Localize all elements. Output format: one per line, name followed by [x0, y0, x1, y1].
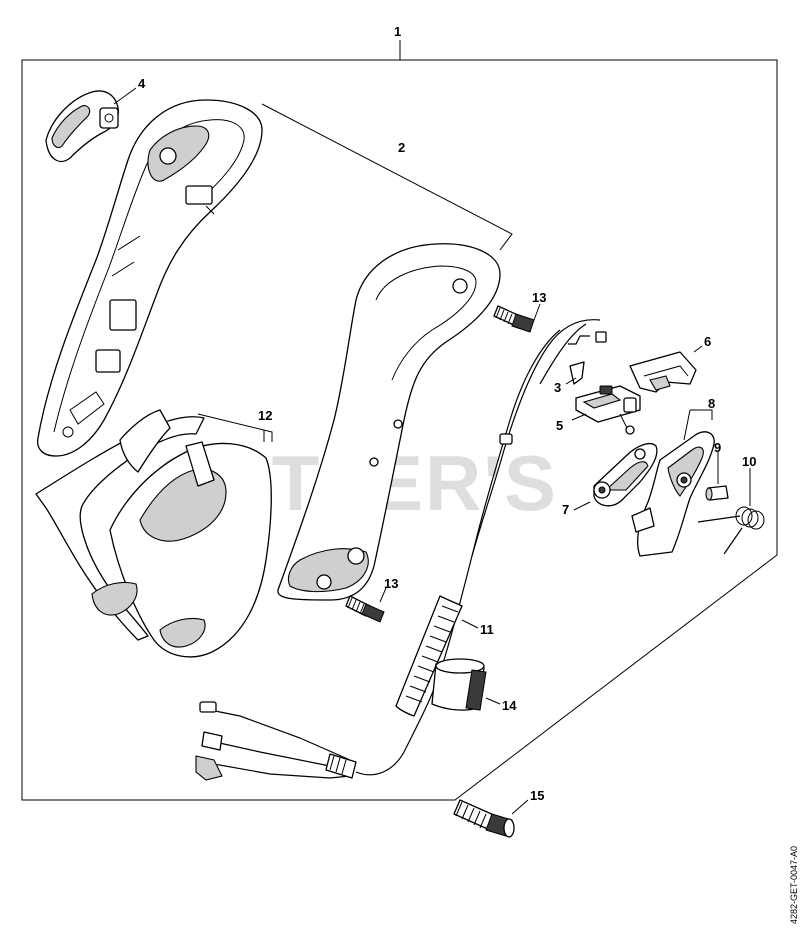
callout-7: 7	[562, 502, 569, 517]
part-1-left-housing	[36, 99, 263, 457]
part-13-lower-screw	[345, 587, 387, 623]
callout-12: 12	[258, 408, 272, 423]
part-12-cover	[35, 409, 273, 658]
callout-11: 11	[480, 622, 494, 637]
callout-13-upper: 13	[532, 290, 546, 305]
callout-9: 9	[714, 440, 721, 455]
part-8-trigger	[631, 409, 715, 557]
part-7-pivot-plate	[573, 442, 658, 511]
part-4-lever	[45, 90, 119, 163]
callout-1: 1	[394, 24, 401, 39]
document-code: 4282-GET-0047-A0	[789, 846, 799, 924]
part-14-sleeve	[431, 658, 501, 711]
part-2-right-housing	[261, 103, 513, 601]
callout-3: 3	[554, 380, 561, 395]
part-13-upper-screw	[493, 303, 541, 333]
part-5-switch	[571, 385, 641, 435]
callout-8: 8	[708, 396, 715, 411]
part-9-sleeve	[705, 452, 729, 501]
callout-10: 10	[742, 454, 756, 469]
callout-4: 4	[138, 76, 146, 91]
part-11-throttle-cable	[195, 319, 607, 781]
part-6-bracket	[629, 345, 703, 393]
part-3-clip	[565, 361, 585, 385]
callout-2: 2	[398, 140, 405, 155]
callout-14: 14	[502, 698, 517, 713]
assembly-frame	[21, 40, 778, 801]
callout-5: 5	[556, 418, 563, 433]
callout-6: 6	[704, 334, 711, 349]
callout-15: 15	[530, 788, 544, 803]
callout-13-lower: 13	[384, 576, 398, 591]
leader-4	[113, 87, 137, 105]
part-15-screw	[453, 799, 529, 838]
part-10-spring	[697, 468, 765, 555]
